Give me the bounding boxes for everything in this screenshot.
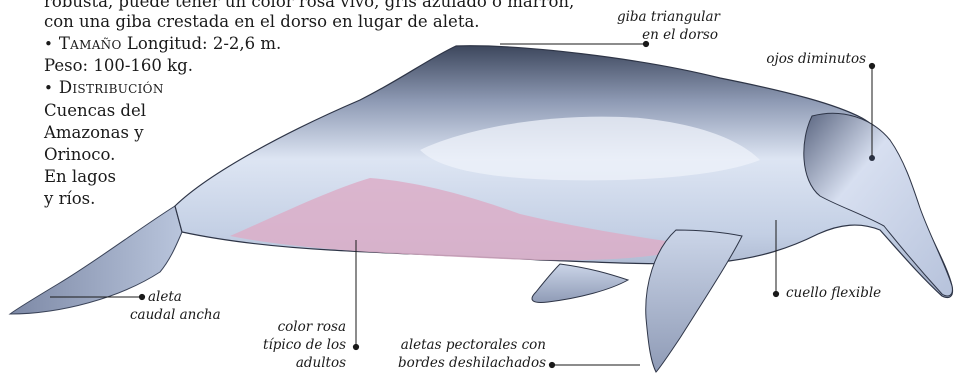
- neck-dot: [773, 291, 778, 296]
- label-tail: aleta caudal ancha: [148, 288, 221, 324]
- label-eyes: ojos diminutos: [744, 50, 866, 68]
- label-color-line-2: típico de los: [250, 336, 346, 354]
- bullet-icon: •: [44, 79, 53, 97]
- intro-paragraph: robusta, puede tener un color rosa vivo,…: [44, 0, 574, 32]
- label-tail-line-2: caudal ancha: [130, 306, 221, 324]
- weight-line: Peso: 100-160 kg.: [44, 56, 193, 76]
- size-text: Longitud: 2-2,6 m.: [127, 34, 281, 53]
- label-fins-line-2: bordes deshilachados: [396, 354, 546, 372]
- distribution-line-4: En lagos: [44, 166, 146, 188]
- distribution-text: Cuencas del Amazonas y Orinoco. En lagos…: [44, 100, 146, 210]
- label-hump-line-2: en el dorso: [600, 26, 720, 44]
- label-fins: aletas pectorales con bordes deshilachad…: [396, 336, 546, 372]
- label-fins-line-1: aletas pectorales con: [396, 336, 546, 354]
- pectoral-fin: [646, 230, 742, 372]
- label-hump-line-1: giba triangular: [600, 8, 720, 26]
- eyes-dot: [869, 63, 874, 68]
- tail-dot: [139, 294, 144, 299]
- distribution-heading: Distribución: [59, 78, 164, 97]
- intro-line-2: con una giba crestada en el dorso en lug…: [44, 12, 574, 32]
- fins-dot: [549, 362, 554, 367]
- weight-text: Peso: 100-160 kg.: [44, 56, 193, 75]
- label-tail-line-1: aleta: [148, 288, 221, 306]
- distribution-line-2: Amazonas y: [44, 122, 146, 144]
- label-neck-line-1: cuello flexible: [786, 284, 881, 302]
- distribution-line-1: Cuencas del: [44, 100, 146, 122]
- color-dot: [353, 344, 358, 349]
- distribution-line-3: Orinoco.: [44, 144, 146, 166]
- size-heading: Tamaño: [59, 34, 122, 53]
- distribution-line: • Distribución: [44, 78, 164, 98]
- left-pectoral-fin: [532, 264, 628, 303]
- label-color: color rosa típico de los adultos: [250, 318, 346, 372]
- label-color-line-1: color rosa: [250, 318, 346, 336]
- label-hump: giba triangular en el dorso: [600, 8, 720, 44]
- size-line: • Tamaño Longitud: 2-2,6 m.: [44, 34, 281, 54]
- intro-line-1: robusta, puede tener un color rosa vivo,…: [44, 0, 574, 12]
- label-neck: cuello flexible: [786, 284, 881, 302]
- bullet-icon: •: [44, 35, 53, 53]
- distribution-line-5: y ríos.: [44, 188, 146, 210]
- label-eyes-line-1: ojos diminutos: [744, 50, 866, 68]
- label-color-line-3: adultos: [250, 354, 346, 372]
